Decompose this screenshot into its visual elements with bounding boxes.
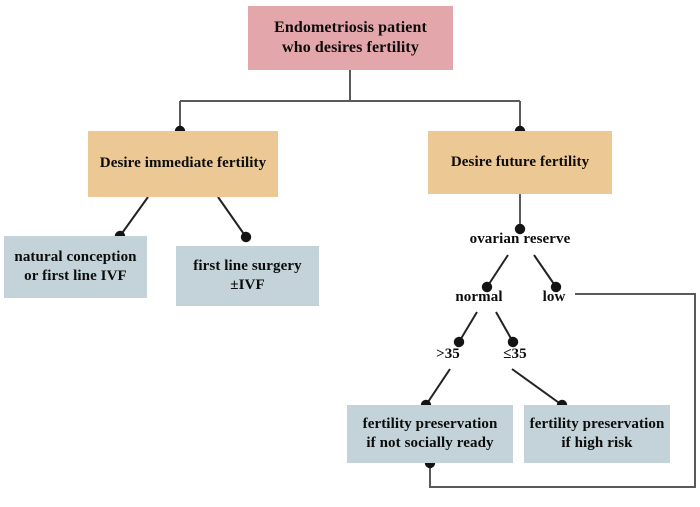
node-fertility-preservation-social[interactable]: fertility preservation if not socially r… [347, 405, 513, 463]
node-normal-label: normal [455, 289, 503, 306]
node-root[interactable]: Endometriosis patient who desires fertil… [248, 6, 453, 70]
node-first-line-surgery-label: first line surgery ±IVF [193, 257, 302, 293]
edge-under35-preserve-risk [511, 368, 568, 411]
node-age-over-35[interactable]: >35 [425, 343, 471, 367]
node-age-under-35-label: ≤35 [503, 346, 527, 363]
node-fertility-preservation-risk[interactable]: fertility preservation if high risk [524, 405, 670, 463]
edge-low-preserve-social-loop [424, 293, 696, 488]
node-fertility-preservation-social-label: fertility preservation if not socially r… [362, 415, 498, 451]
node-ovarian-reserve[interactable]: ovarian reserve [455, 228, 585, 252]
node-desire-immediate-fertility-label: Desire immediate fertility [99, 155, 267, 172]
edge-root-split [174, 70, 526, 137]
edge-normal-under35 [495, 311, 519, 348]
node-normal[interactable]: normal [443, 286, 515, 310]
node-desire-future-fertility-label: Desire future fertility [450, 153, 590, 170]
edge-normal-over35 [453, 311, 478, 348]
edge-over35-preserve-social [420, 368, 451, 411]
edge-ovarian-low [533, 254, 562, 293]
node-desire-future-fertility[interactable]: Desire future fertility [428, 131, 612, 194]
node-ovarian-reserve-label: ovarian reserve [469, 231, 571, 248]
node-age-under-35[interactable]: ≤35 [490, 343, 540, 367]
node-root-label: Endometriosis patient who desires fertil… [274, 18, 427, 56]
node-natural-conception[interactable]: natural conception or first line IVF [4, 236, 147, 298]
node-age-over-35-label: >35 [436, 346, 460, 363]
node-natural-conception-label: natural conception or first line IVF [14, 248, 137, 284]
edge-ovarian-normal [481, 254, 509, 293]
node-fertility-preservation-risk-label: fertility preservation if high risk [529, 415, 665, 451]
node-desire-immediate-fertility[interactable]: Desire immediate fertility [88, 131, 278, 197]
node-low-label: low [542, 289, 566, 306]
node-low[interactable]: low [531, 286, 577, 310]
edge-immediate-surgery [217, 196, 252, 243]
edge-immediate-natural [114, 196, 149, 242]
node-first-line-surgery[interactable]: first line surgery ±IVF [176, 246, 319, 306]
